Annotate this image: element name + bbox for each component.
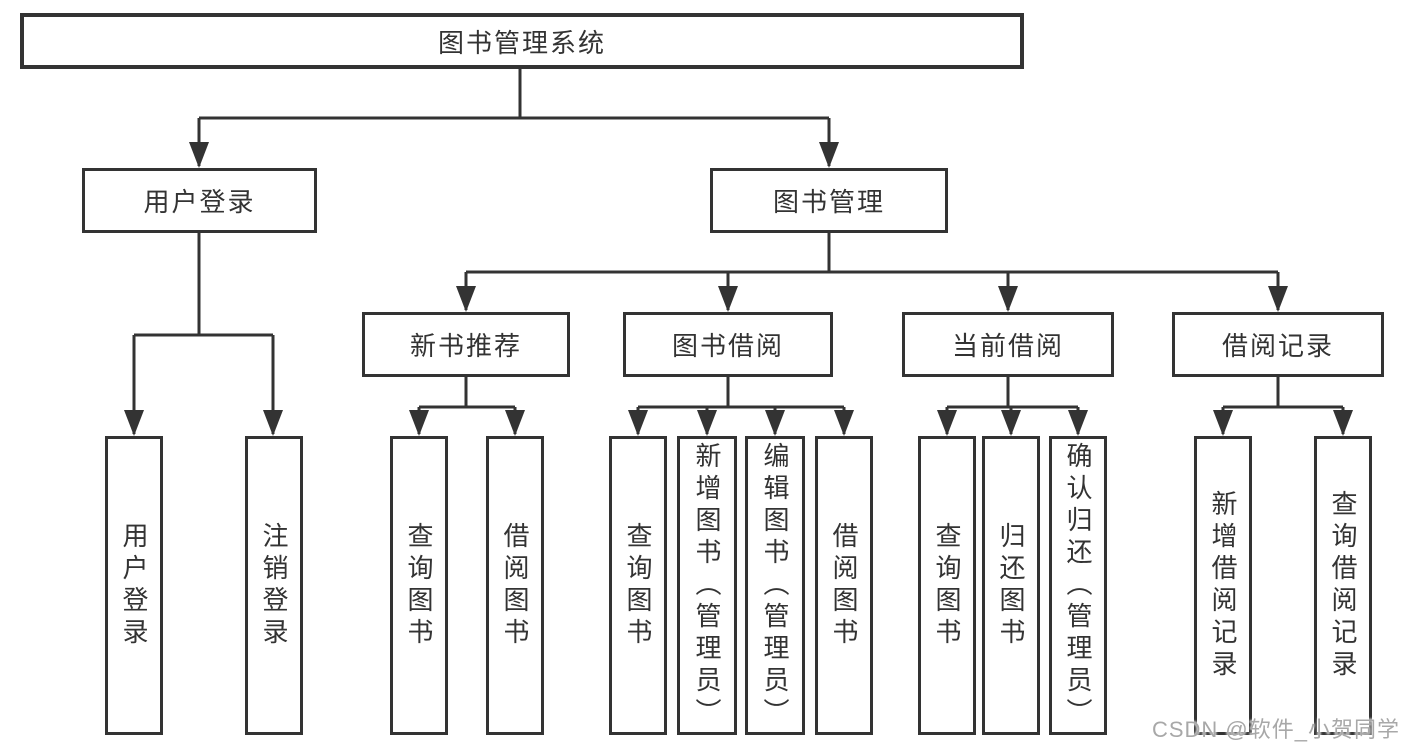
csdn-watermark: CSDN @软件_小贺同学 xyxy=(1151,717,1400,742)
node-library-management-system: 图书管理系统 xyxy=(20,13,1024,69)
leaf-add-borrow-record: 新增借阅记录 xyxy=(1194,436,1252,735)
leaf-return-books: 归还图书 xyxy=(982,436,1040,735)
leaf-user-login: 用户登录 xyxy=(105,436,163,735)
leaf-logout: 注销登录 xyxy=(245,436,303,735)
leaf-add-books-admin: 新增图书（管理员） xyxy=(677,436,737,735)
leaf-query-borrow-record: 查询借阅记录 xyxy=(1314,436,1372,735)
leaf-confirm-return-admin: 确认归还（管理员） xyxy=(1049,436,1107,735)
leaf-query-books-newbook: 查询图书 xyxy=(390,436,448,735)
node-book-borrow: 图书借阅 xyxy=(623,312,833,377)
leaf-borrow-books-newbook: 借阅图书 xyxy=(486,436,544,735)
leaf-borrow-books-borrow: 借阅图书 xyxy=(815,436,873,735)
node-user-login: 用户登录 xyxy=(82,168,317,233)
node-current-borrow: 当前借阅 xyxy=(902,312,1114,377)
node-new-book-recommend: 新书推荐 xyxy=(362,312,570,377)
leaf-edit-books-admin: 编辑图书（管理员） xyxy=(745,436,805,735)
node-borrow-records: 借阅记录 xyxy=(1172,312,1384,377)
node-book-management: 图书管理 xyxy=(710,168,948,233)
arrowheads xyxy=(124,142,1353,436)
leaf-query-books-current: 查询图书 xyxy=(918,436,976,735)
leaf-query-books-borrow: 查询图书 xyxy=(609,436,667,735)
